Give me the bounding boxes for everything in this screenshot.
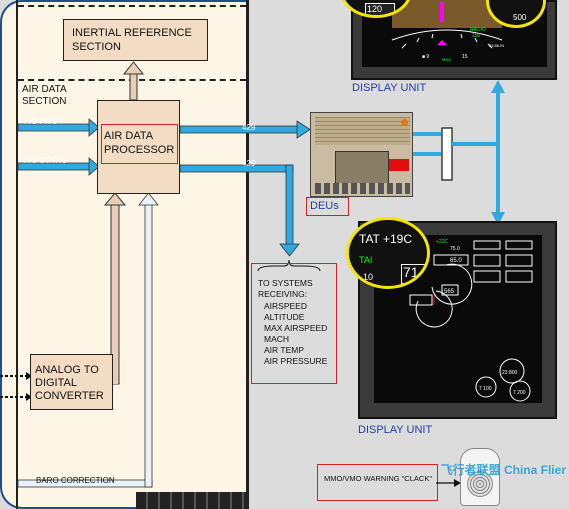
adp-highlight (101, 124, 178, 164)
baro-arrow (17, 192, 159, 488)
deus-highlight (306, 197, 349, 216)
speed-readout: 120 (367, 4, 383, 14)
eis-egt: 565 (444, 289, 455, 295)
eis-graphics: +22C 75.0 65.0 565 23 800 7 100 7 200 (409, 239, 533, 402)
baro-readout: 29.86 IN (489, 43, 504, 48)
warning-arrow (436, 479, 461, 487)
pitot-arrow (17, 118, 100, 137)
analog-converter-label: ANALOG TO DIGITAL CONVERTER (35, 364, 104, 402)
eis-temp: +22C (436, 239, 448, 245)
altitude-readout: 500 (513, 13, 527, 22)
system-item: AIR PRESSURE (264, 356, 328, 366)
eis-v2: 65.0 (450, 258, 462, 264)
analog-converter-box (30, 354, 113, 410)
adc-inputs (0, 372, 32, 401)
deu-unit (310, 112, 413, 197)
fo-static-label: F/O STATIC (24, 156, 67, 165)
eis-g2: 7 200 (513, 390, 526, 396)
inertial-reference-box (63, 19, 208, 61)
radio-label: RADIO (470, 27, 486, 33)
baro-correction-label: BARO CORRECTION (36, 476, 115, 485)
tat-value: 10 (363, 272, 374, 282)
bus-arrow-bottom (179, 164, 300, 257)
system-item: AIRSPEED (264, 301, 307, 311)
systems-box (251, 263, 337, 384)
svg-text:■ 9: ■ 9 (422, 54, 429, 60)
systems-header: TO SYSTEMS RECEIVING: (258, 278, 313, 299)
air-data-processor-label: AIR DATA PROCESSOR (104, 130, 175, 156)
fo-pitot-label: F/O PITOT (24, 117, 63, 126)
bus-label-bottom: 429 (242, 159, 256, 168)
air-data-section-label: AIR DATA SECTION (22, 84, 67, 107)
rack-bottom-bar (136, 492, 248, 509)
warning-label: MMO/VMO WARNING "CLACK" (324, 474, 432, 483)
tat-readout: TAT +19C (359, 232, 413, 246)
deus-label: DEUs (310, 200, 339, 212)
inertial-reference-label: INERTIAL REFERENCE SECTION (72, 27, 192, 53)
display-unit-top-label: DISPLAY UNIT (352, 82, 427, 94)
eis-fuel: 23 800 (502, 370, 518, 376)
radio-value: 150 (472, 33, 481, 39)
static-arrow (17, 157, 100, 176)
adp-to-ir-arrow (122, 61, 145, 101)
svg-text:15: 15 (462, 54, 468, 60)
eis-v1: 75.0 (450, 246, 460, 252)
tai-label: TAI (359, 255, 373, 265)
watermark: 飞行者联盟 China Flier (440, 463, 566, 477)
adiru-panel (0, 0, 249, 509)
bus-arrow-top (179, 120, 311, 139)
systems-brace (257, 259, 321, 272)
deu-to-display (413, 80, 505, 225)
display-unit-bottom-label: DISPLAY UNIT (358, 424, 433, 436)
magnifier-top-left: 120 (340, 0, 412, 18)
speaker-icon (460, 448, 500, 506)
pfd-graphics: RADIO 150 29.86 IN MAG ■ 9 15 (391, 0, 504, 62)
system-item: AIR TEMP (264, 345, 304, 355)
rack-inner-line (16, 0, 18, 509)
n1-readout: 71 (403, 264, 419, 280)
section-divider-top (18, 5, 246, 7)
magnifier-bottom: TAT +19C TAI 10 71 (346, 217, 430, 289)
rack-right-edge (246, 0, 249, 509)
bus-label-top: 429 (242, 123, 256, 132)
system-item: MAX AIRSPEED (264, 323, 328, 333)
eis-g1: 7 100 (479, 386, 492, 392)
system-item: MACH (264, 334, 290, 344)
mag-label: MAG (442, 57, 451, 62)
system-item: ALTITUDE (264, 312, 305, 322)
air-data-processor-box (97, 100, 180, 194)
